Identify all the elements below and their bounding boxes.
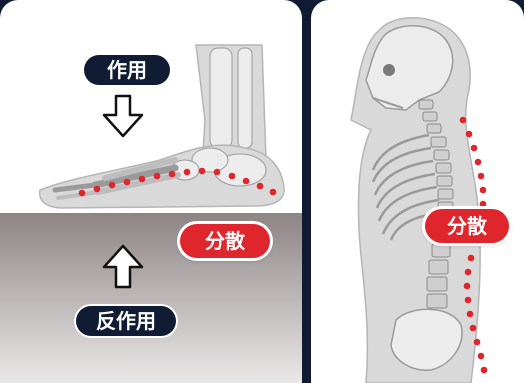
spine-panel: 分散 <box>311 0 524 383</box>
foot-panel: 作用 反作用 分散 <box>0 0 302 383</box>
up-arrow-icon <box>104 246 142 287</box>
panel-divider <box>302 0 311 383</box>
reaction-label: 反作用 <box>76 306 176 336</box>
spine-skeleton <box>311 0 524 383</box>
disperse-badge: 分散 <box>180 224 270 258</box>
action-label: 作用 <box>84 55 170 85</box>
down-arrow-icon <box>104 96 142 136</box>
disperse-badge-spine: 分散 <box>425 209 509 243</box>
